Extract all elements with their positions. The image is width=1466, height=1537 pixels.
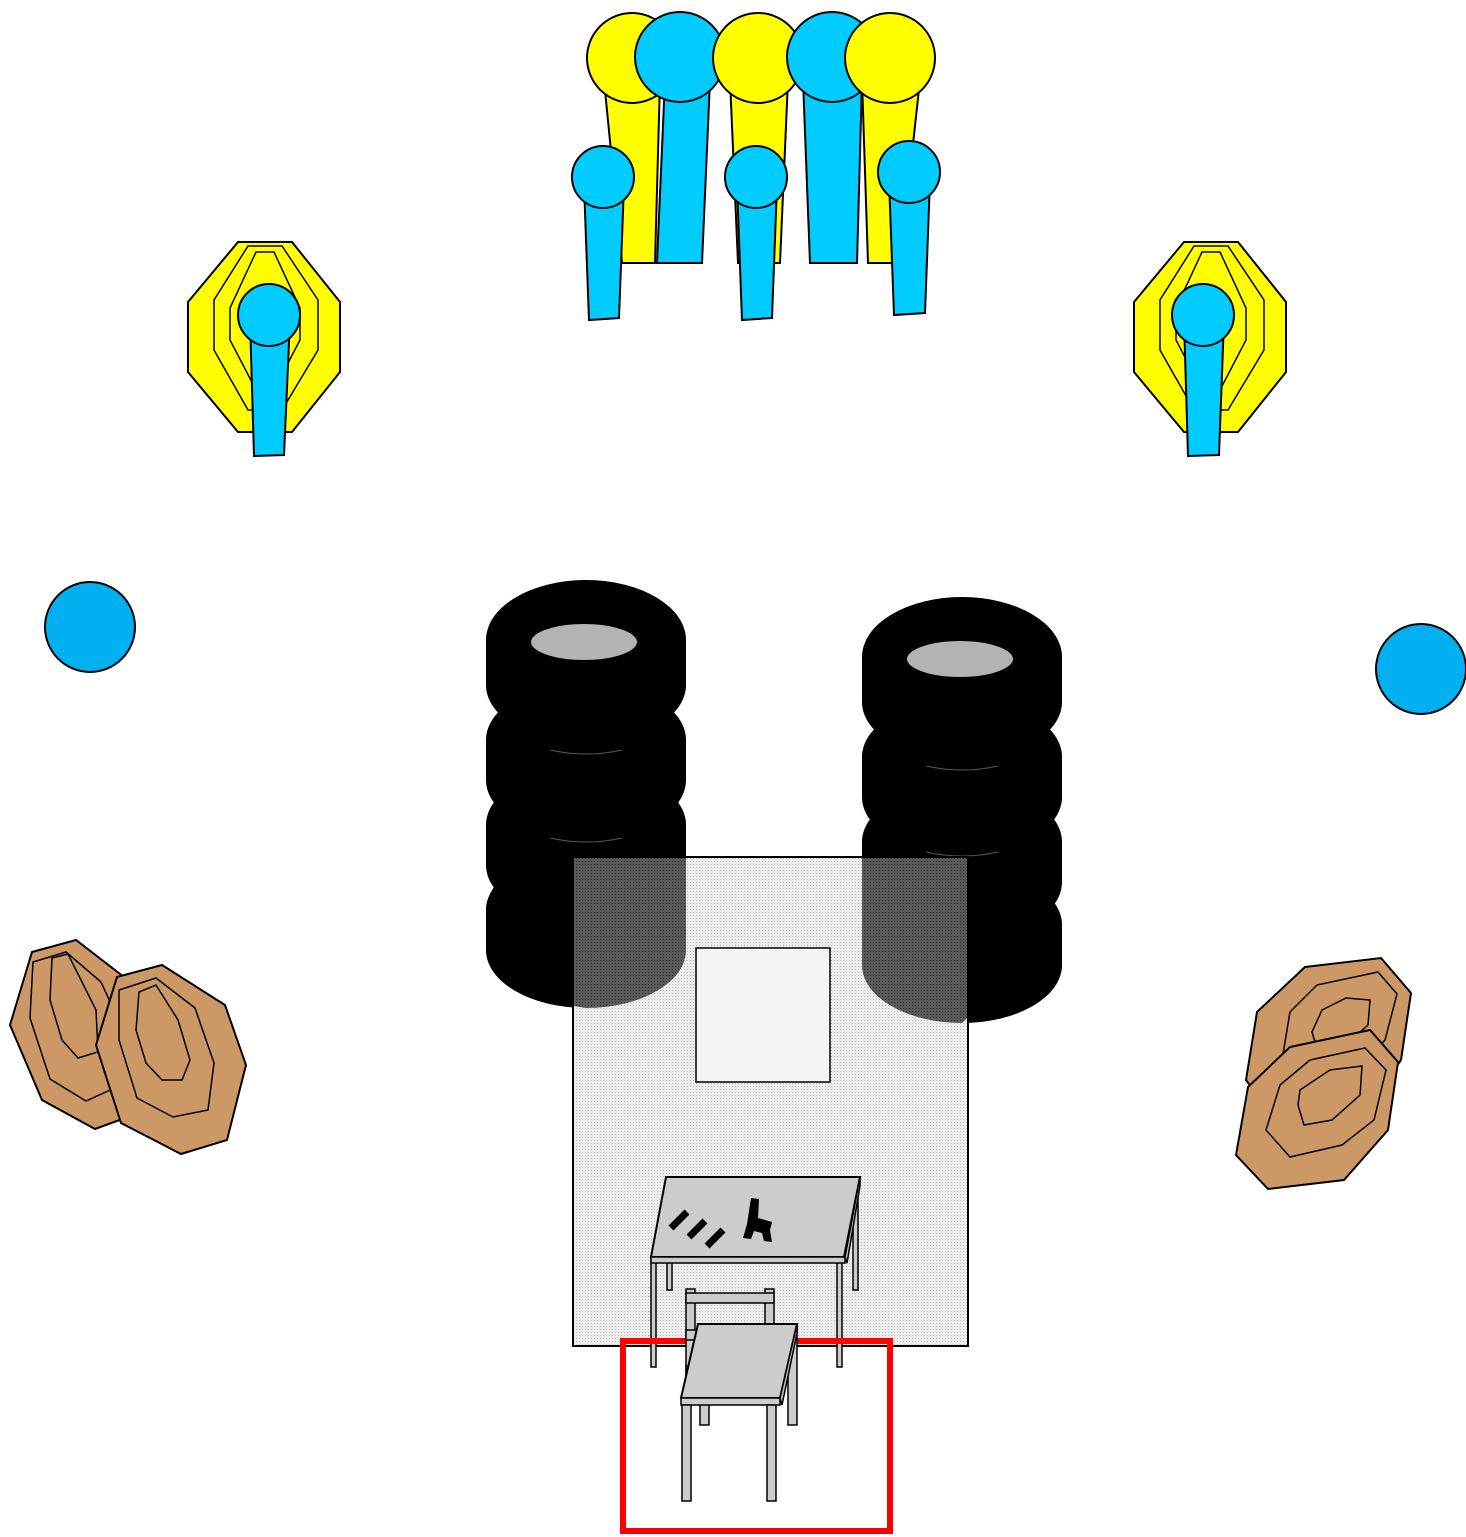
start-table xyxy=(649,1176,862,1368)
popper-icon xyxy=(877,140,941,317)
barricade-wall xyxy=(572,856,969,1347)
popper-icon xyxy=(724,145,788,322)
chair-icon xyxy=(679,1288,799,1502)
magazine-icon xyxy=(668,1209,726,1249)
wall-window xyxy=(695,947,831,1083)
circle-plate-icon xyxy=(44,581,136,673)
popper-icon xyxy=(1171,283,1235,458)
steel-plates-right xyxy=(1133,241,1287,458)
start-chair xyxy=(679,1288,799,1502)
popper-icon xyxy=(237,283,301,458)
ipsc-target-icon xyxy=(1234,1028,1400,1191)
steel-plates-left xyxy=(187,241,341,458)
popper-icon xyxy=(571,145,635,322)
tire-icon xyxy=(862,597,1062,760)
circle-plate-icon xyxy=(1375,623,1466,715)
popper-cluster xyxy=(571,11,941,322)
cardboard-targets-left xyxy=(8,938,248,1156)
popper-icon xyxy=(634,11,726,264)
pistol-icon xyxy=(743,1198,772,1242)
tire-icon xyxy=(486,580,686,743)
ipsc-target-icon xyxy=(94,963,248,1156)
cardboard-targets-right xyxy=(1234,956,1413,1191)
